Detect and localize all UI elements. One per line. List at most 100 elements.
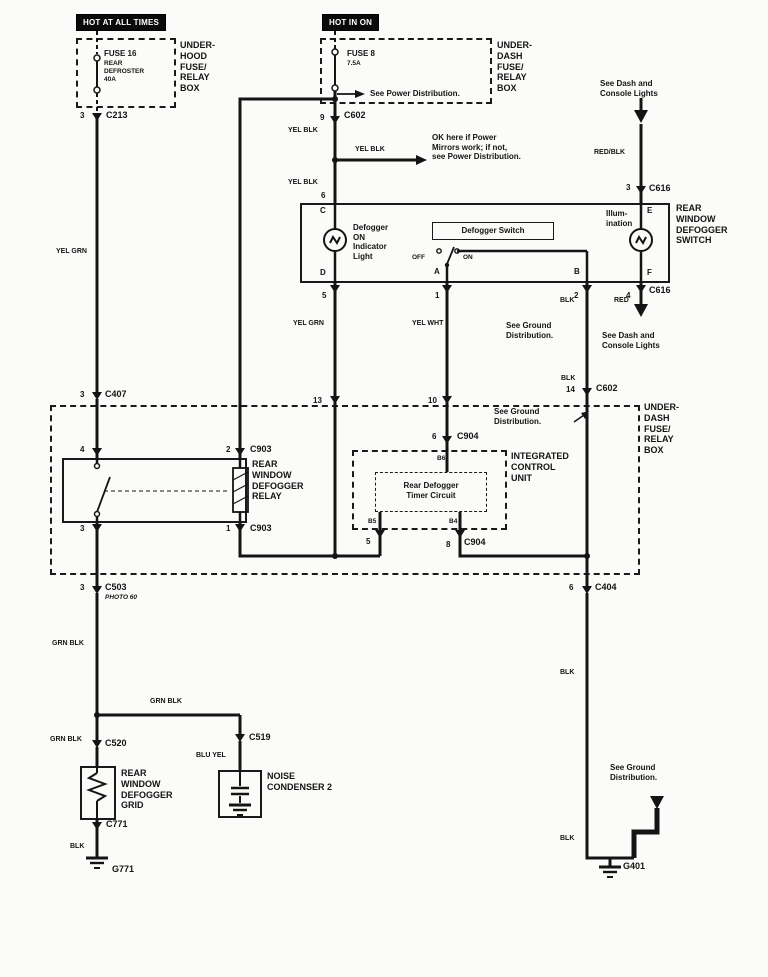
connector-c616-bottom: C616 bbox=[649, 285, 671, 295]
ground-step-wire bbox=[631, 808, 660, 858]
defogger-switch-inner-rect bbox=[432, 222, 554, 240]
connector-c904-bottom: C904 bbox=[464, 537, 486, 547]
wire-label-blk-1: BLK bbox=[560, 297, 575, 304]
illumination-label: Illum- ination bbox=[606, 209, 633, 228]
pin-b5: B5 bbox=[368, 518, 377, 525]
junction-dot bbox=[332, 96, 338, 102]
pin-switch-a: A bbox=[434, 267, 440, 276]
fuse16-icon bbox=[93, 31, 101, 114]
connector-marker-icon bbox=[330, 396, 340, 404]
wire-label-blk-right-2: BLK bbox=[560, 835, 575, 842]
integrated-control-unit-box bbox=[352, 450, 507, 530]
note-ground-dist-box: See Ground Distribution. bbox=[494, 407, 542, 426]
ground-g771-icon bbox=[84, 856, 110, 870]
fuse16-name: FUSE 16 bbox=[104, 49, 137, 58]
wire-label-yel-grn-left: YEL GRN bbox=[56, 248, 87, 255]
connector-marker-icon bbox=[235, 448, 245, 456]
connector-marker-icon bbox=[442, 436, 452, 444]
connector-marker-icon bbox=[636, 186, 646, 194]
connector-marker-icon bbox=[92, 392, 102, 400]
illumination-lamp-icon bbox=[629, 228, 653, 252]
connector-marker-icon bbox=[442, 285, 452, 293]
pin-switch-d: D bbox=[320, 268, 326, 277]
relay-internals bbox=[93, 458, 249, 523]
switch-off-label: OFF bbox=[412, 254, 425, 261]
pin-c616-1: 1 bbox=[435, 291, 440, 300]
switch-box-label: REAR WINDOW DEFOGGER SWITCH bbox=[676, 203, 728, 246]
connector-marker-icon bbox=[92, 524, 102, 532]
fuse8-name: FUSE 8 bbox=[347, 49, 376, 58]
connector-marker-icon bbox=[582, 388, 592, 396]
note-dash-lights-mid: See Dash and Console Lights bbox=[602, 331, 660, 350]
connector-marker-icon bbox=[92, 822, 102, 830]
pin-c213: 3 bbox=[80, 111, 85, 120]
wire-label-yel-blk-2: YEL BLK bbox=[355, 146, 385, 153]
connector-c903-top: C903 bbox=[250, 444, 272, 454]
switch-internals bbox=[333, 203, 643, 283]
wire-label-yel-wht: YEL WHT bbox=[412, 320, 444, 327]
wire-label-yel-blk-1: YEL BLK bbox=[288, 127, 318, 134]
switch-off-contact bbox=[436, 248, 442, 254]
connector-c903-bottom: C903 bbox=[250, 523, 272, 533]
connector-marker-icon bbox=[92, 586, 102, 594]
underdash-main-box bbox=[50, 405, 640, 575]
junction-dot bbox=[94, 712, 100, 718]
pin-10: 10 bbox=[428, 396, 437, 405]
wire-label-grn-blk-3: GRN BLK bbox=[50, 736, 82, 743]
wire-grid-feed bbox=[95, 713, 242, 857]
wire-ignition-feed bbox=[238, 91, 416, 458]
connector-c602-14: C602 bbox=[596, 383, 618, 393]
wire-label-grn-blk-1: GRN BLK bbox=[52, 640, 84, 647]
connector-c503: C503 bbox=[105, 582, 127, 592]
pin-c503: 3 bbox=[80, 583, 85, 592]
connector-marker-icon bbox=[582, 586, 592, 594]
arrowhead-icon bbox=[355, 90, 365, 98]
pin-relay-2: 2 bbox=[226, 445, 231, 454]
grid-element-icon bbox=[86, 766, 108, 820]
ground-note-arrow-icon bbox=[573, 414, 585, 423]
connector-marker-icon bbox=[235, 524, 245, 532]
ground-g771-label: G771 bbox=[112, 864, 135, 874]
wire-label-yel-blk-3: YEL BLK bbox=[288, 179, 318, 186]
photo-note: PHOTO 60 bbox=[105, 594, 138, 601]
connector-marker-icon bbox=[92, 740, 102, 748]
connector-c602-top: C602 bbox=[344, 110, 366, 120]
condenser-element-icon bbox=[231, 770, 249, 803]
connector-c771: C771 bbox=[106, 819, 128, 829]
pin-relay-3: 3 bbox=[80, 524, 85, 533]
underhood-fuse-box bbox=[76, 38, 176, 108]
icu-label: INTEGRATED CONTROL UNIT bbox=[511, 451, 569, 483]
underdash-top-box-label: UNDER- DASH FUSE/ RELAY BOX bbox=[497, 40, 532, 94]
pin-b6: B6 bbox=[437, 455, 446, 462]
ground-g401-label: G401 bbox=[623, 861, 646, 871]
pin-relay-1: 1 bbox=[226, 524, 231, 533]
indicator-lamp-icon bbox=[323, 228, 347, 252]
wire-label-red: RED bbox=[614, 297, 629, 304]
connector-c404: C404 bbox=[595, 582, 617, 592]
condenser-label: NOISE CONDENSER 2 bbox=[267, 771, 333, 792]
pin-switch-c: C bbox=[320, 206, 326, 215]
pin-c407: 3 bbox=[80, 390, 85, 399]
junction-dot bbox=[584, 553, 590, 559]
wire-label-blk-left: BLK bbox=[70, 843, 85, 850]
defogger-switch-label: Defogger Switch bbox=[461, 226, 525, 235]
timer-circuit-box bbox=[375, 472, 487, 512]
down-arrow-icon bbox=[634, 110, 648, 123]
connector-marker-icon bbox=[92, 113, 102, 121]
grid-label: REAR WINDOW DEFOGGER GRID bbox=[121, 768, 173, 811]
arrowhead-icon bbox=[581, 411, 589, 419]
ground-g401-icon bbox=[597, 865, 623, 879]
fuse16-desc: REAR DEFROSTER 40A bbox=[104, 60, 145, 83]
arrowhead-icon bbox=[416, 155, 427, 165]
connector-marker-icon bbox=[92, 448, 102, 456]
connector-c519: C519 bbox=[249, 732, 271, 742]
switch-on-contact bbox=[454, 248, 460, 254]
pin-switch-b: B bbox=[574, 267, 580, 276]
note-ground-dist-bottom: See Ground Distribution. bbox=[610, 763, 658, 782]
connector-marker-icon bbox=[330, 285, 340, 293]
fuse8-rating: 7.5A bbox=[347, 60, 361, 67]
pin-14: 14 bbox=[566, 385, 575, 394]
pin-relay-4: 4 bbox=[80, 445, 85, 454]
